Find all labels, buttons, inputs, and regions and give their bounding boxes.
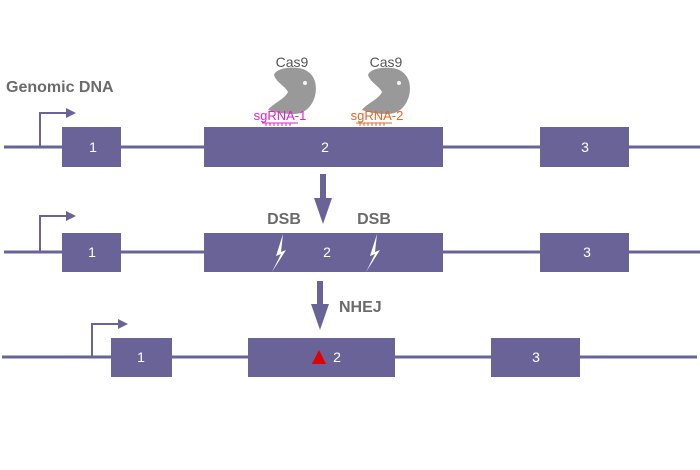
mutation-triangle-icon (312, 350, 326, 364)
nhej-label: NHEJ (339, 299, 382, 316)
dsb-label-left: DSB (267, 211, 301, 228)
down-arrow-icon (311, 281, 329, 330)
exon-3: 3 (491, 338, 580, 377)
exon-2: 2 (204, 127, 443, 167)
break-bolt-icon (366, 234, 380, 272)
dsb-label-right: DSB (357, 211, 391, 228)
cas9-protein-icon (362, 67, 410, 114)
break-bolt-icon (272, 234, 286, 272)
exon-3: 3 (540, 233, 629, 272)
exon-1: 1 (62, 127, 121, 167)
row-nhej-repair: 1 2 3 (2, 319, 697, 377)
exon-1-label: 1 (88, 244, 96, 260)
exon-2-label: 2 (321, 139, 329, 155)
exon-3: 3 (540, 127, 629, 167)
promoter-arrow-icon (39, 211, 76, 252)
cas9-1-label: Cas9 (276, 54, 309, 70)
promoter-arrow-icon (91, 319, 128, 357)
exon-2-cut: 2 (204, 233, 443, 272)
down-arrow-icon (314, 174, 332, 224)
promoter-arrow-icon (39, 108, 76, 147)
sgrna-1-strand (262, 122, 298, 126)
cas9-complex-2: Cas9 sgRNA-2 (351, 54, 410, 126)
exon-2-mutated: 2 (248, 338, 395, 377)
cas9-protein-icon (268, 67, 316, 114)
row-double-strand-break: 1 2 3 DSB DSB (4, 211, 700, 272)
cas9-complex-1: Cas9 sgRNA-1 (254, 54, 316, 126)
exon-1: 1 (62, 233, 121, 272)
row-genomic-dna: 1 2 3 Cas9 sgRNA-1 (4, 54, 700, 167)
exon-3-label: 3 (532, 349, 540, 365)
genomic-dna-title: Genomic DNA (6, 79, 114, 96)
exon-2-label: 2 (333, 349, 341, 365)
exon-1-label: 1 (137, 349, 145, 365)
sgrna-2-label: sgRNA-2 (351, 108, 404, 123)
exon-2-label: 2 (323, 244, 331, 260)
cas9-2-label: Cas9 (370, 54, 403, 70)
exon-3-label: 3 (583, 244, 591, 260)
exon-3-label: 3 (581, 139, 589, 155)
sgrna-2-strand (356, 122, 392, 126)
exon-1: 1 (111, 338, 172, 377)
sgrna-1-label: sgRNA-1 (254, 108, 307, 123)
exon-1-label: 1 (89, 139, 97, 155)
